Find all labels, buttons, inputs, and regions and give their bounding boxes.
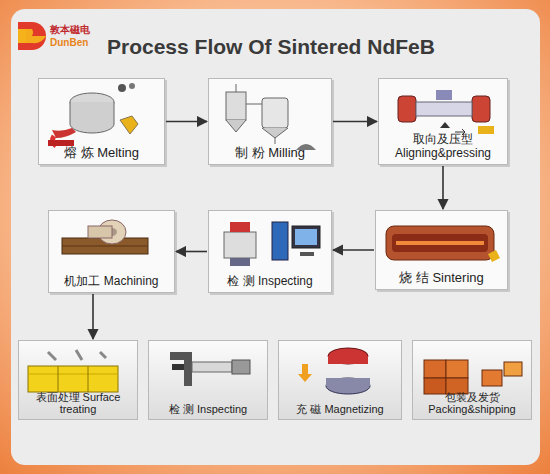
step-label: 取向及压型 Aligning&pressing [379, 133, 507, 161]
melting-furnace [48, 83, 138, 146]
process-step-card: 机加工 Machining [48, 210, 175, 293]
card-grounds [18, 78, 532, 420]
logo-mark [18, 22, 46, 50]
inner-panel [11, 9, 540, 465]
step-label: 烧 结 Sintering [376, 271, 507, 286]
process-step-card: 表面处理 Surface treating [18, 340, 138, 420]
process-step-card: 熔 炼 Melting [38, 78, 165, 165]
step-label: 表面处理 Surface treating [19, 391, 137, 416]
step-label: 检 测 Inspecting [209, 275, 331, 289]
step-label: 熔 炼 Melting [39, 146, 164, 161]
diagram-title: Process Flow Of Sintered NdFeB [107, 35, 435, 59]
plating-tanks [28, 350, 118, 392]
flow-arrow [176, 251, 207, 253]
step-label: 机加工 Machining [49, 275, 174, 289]
flow-arrow [166, 121, 207, 123]
inspection-station [224, 222, 320, 266]
step-label: 充 磁 Magnetizing [279, 403, 401, 416]
flow-arrow [333, 249, 374, 251]
process-step-card: 检 测 Inspecting [148, 340, 268, 420]
logo-text: DunBen [50, 37, 88, 48]
machining-lathe [62, 220, 148, 254]
step-label: 制 粉 Milling [209, 146, 331, 161]
step-label: 检 测 Inspecting [149, 403, 267, 416]
shipping-boxes [424, 360, 522, 394]
process-step-card: 制 粉 Milling [208, 78, 332, 165]
process-step-card: 充 磁 Magnetizing [278, 340, 402, 420]
process-step-card: 取向及压型 Aligning&pressing [378, 78, 508, 165]
logo-text: 敦本磁电 [50, 23, 90, 37]
sintering-furnace [386, 226, 500, 262]
step-label: 包装及发货 Packing&shipping [413, 391, 531, 416]
process-step-card: 烧 结 Sintering [375, 210, 508, 290]
jet-mill [226, 84, 316, 150]
flow-arrow [333, 121, 377, 123]
process-step-card: 检 测 Inspecting [208, 210, 332, 293]
process-step-card: 包装及发货 Packing&shipping [412, 340, 532, 420]
micrometer [170, 352, 250, 386]
magnetizer [298, 348, 370, 394]
flow-arrow [92, 294, 94, 339]
magnetic-press [398, 90, 494, 135]
flow-arrow [442, 166, 444, 209]
